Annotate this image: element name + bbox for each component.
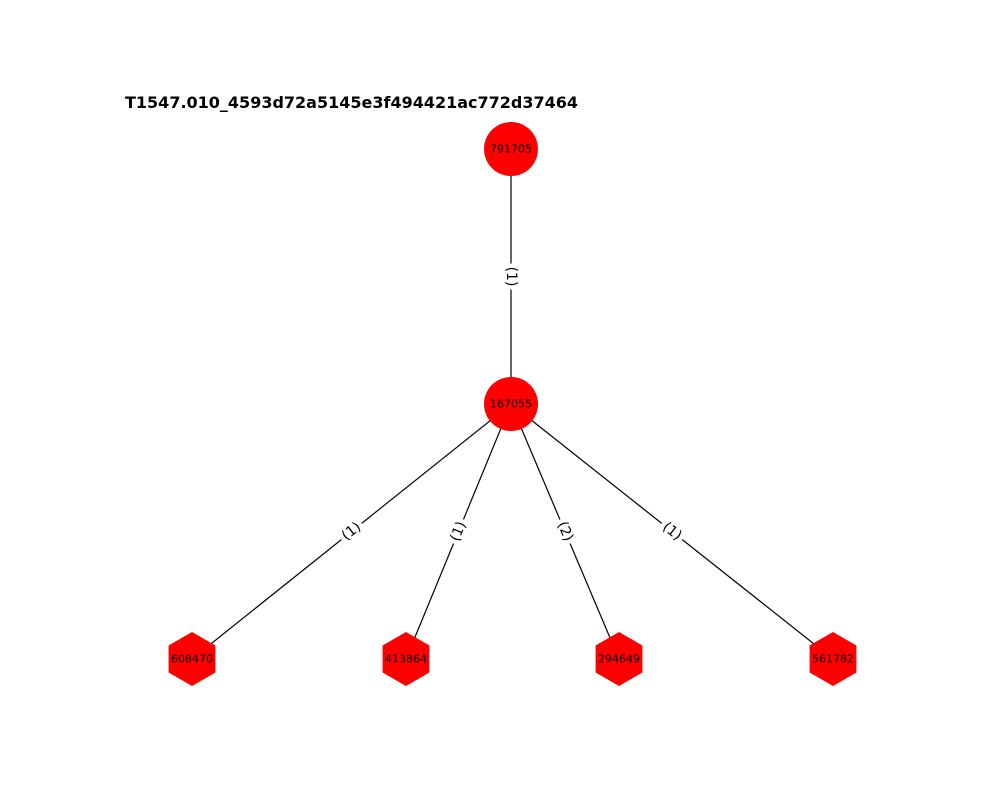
edge-label-group: (2) [551, 516, 579, 547]
node-561782: 561782 [809, 632, 857, 686]
circle-node-shape [484, 377, 538, 431]
node-label: 294649 [598, 653, 640, 666]
graph-title: T1547.010_4593d72a5145e3f494421ac772d374… [125, 93, 578, 112]
edge-label: (2) [554, 519, 576, 544]
node-413864: 413864 [382, 632, 430, 686]
edge-label-background [656, 516, 688, 547]
hexagon-node-shape [168, 632, 216, 686]
edge-label-background [335, 516, 368, 547]
node-294649: 294649 [595, 632, 643, 686]
node-label: 413864 [385, 653, 427, 666]
edge-label-group: (1) [335, 516, 368, 547]
edge-label: (1) [447, 519, 469, 543]
circle-node-shape [484, 122, 538, 176]
node-791705: 791705 [484, 122, 538, 176]
node-label: 167055 [490, 398, 532, 411]
node-label: 791705 [490, 143, 532, 156]
hexagon-node-shape [595, 632, 643, 686]
node-167055: 167055 [484, 377, 538, 431]
edge-label-background [502, 263, 520, 290]
hexagon-node-shape [809, 632, 857, 686]
node-label: 608470 [171, 653, 213, 666]
hexagon-node-shape [382, 632, 430, 686]
edge-label-group: (1) [656, 516, 688, 547]
nodes-layer: 791705 167055 608470 413864 294649 561782 [168, 122, 857, 686]
edges-layer: (1) (1) (1) (2) (1) [191, 149, 834, 660]
edge-label-group: (1) [502, 263, 520, 290]
edge-label-group: (1) [445, 516, 472, 547]
edge-label-background [445, 516, 472, 547]
node-label: 561782 [812, 653, 854, 666]
node-608470: 608470 [168, 632, 216, 686]
edge-label-background [551, 516, 579, 547]
edge-label: (1) [503, 267, 519, 287]
